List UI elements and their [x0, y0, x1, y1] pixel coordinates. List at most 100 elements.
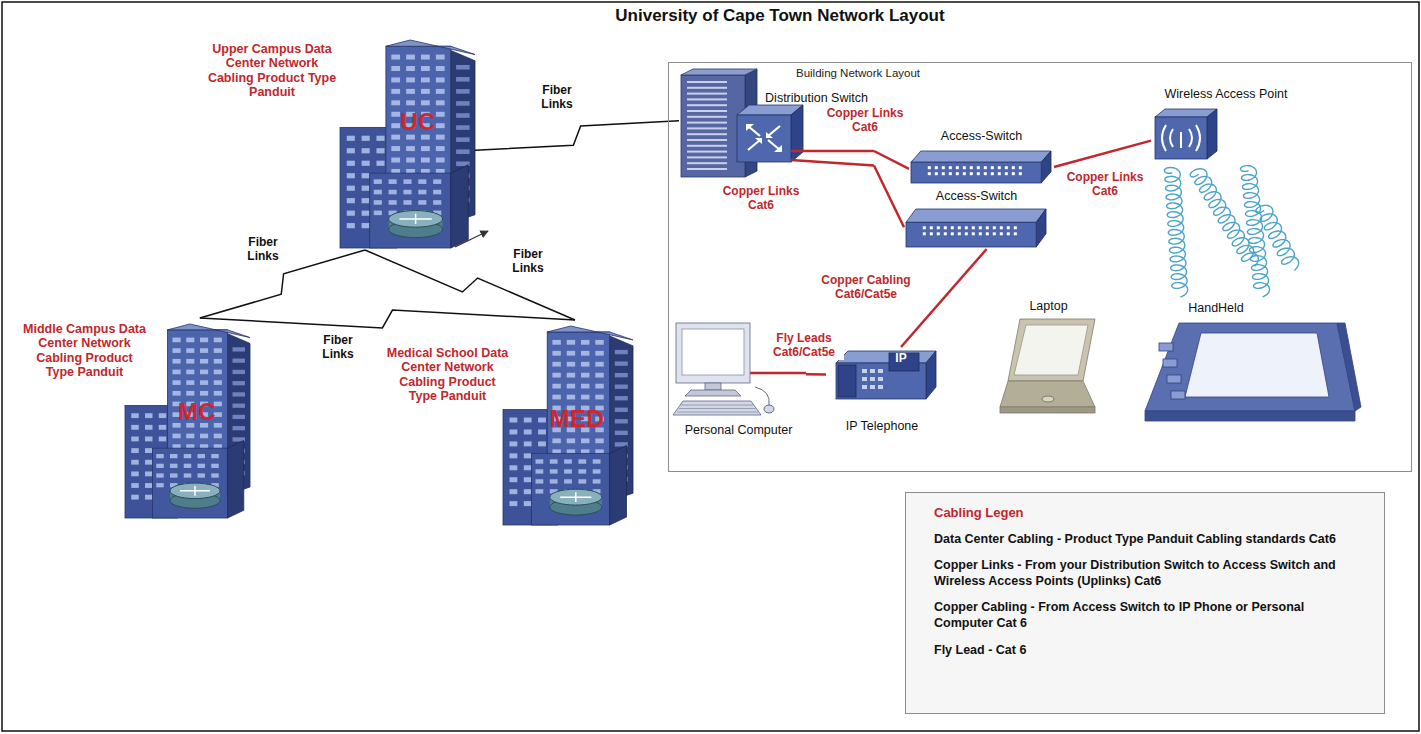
- cabling-legend: Cabling LegenData Center Cabling - Produ…: [905, 492, 1385, 714]
- window: [524, 429, 532, 434]
- window: [233, 392, 246, 396]
- router-arrows: [560, 492, 591, 502]
- wireless-waves: [1164, 166, 1298, 297]
- cable-label: Fly Leads Cat6/Cat5e: [764, 332, 844, 360]
- window: [615, 373, 628, 377]
- fiber-label: Fiber Links: [506, 248, 550, 276]
- switch-port: [944, 226, 947, 229]
- device-label: Distribution Switch: [759, 91, 874, 106]
- rack-slot: [687, 139, 727, 141]
- phone-key: [862, 377, 867, 381]
- fiber-label: Fiber Links: [535, 84, 579, 112]
- window: [581, 395, 589, 400]
- window: [436, 158, 445, 163]
- window: [173, 380, 181, 385]
- window: [421, 146, 430, 151]
- window: [131, 425, 139, 430]
- window: [156, 473, 164, 477]
- rack-slot: [687, 93, 727, 95]
- handheld: HandHeld: [1141, 299, 1363, 435]
- window: [145, 483, 153, 488]
- phone-side: [926, 351, 936, 399]
- window: [362, 186, 370, 191]
- window: [376, 136, 384, 141]
- window: [214, 434, 222, 439]
- window: [436, 89, 445, 94]
- monitor: [676, 323, 750, 383]
- laptop-edge: [1000, 407, 1095, 413]
- building-uc: UCUpper Campus Data Center Network Cabli…: [200, 38, 475, 250]
- window: [456, 77, 470, 82]
- device-label: Wireless Access Point: [1151, 87, 1301, 102]
- window: [421, 77, 430, 82]
- window: [552, 384, 560, 389]
- window: [615, 419, 628, 423]
- handheld-icon: [1145, 323, 1355, 411]
- switch-port: [944, 232, 947, 235]
- switch-port: [977, 166, 980, 169]
- window: [564, 479, 572, 483]
- phone-key: [878, 369, 883, 373]
- window: [510, 501, 518, 506]
- switch-port: [991, 166, 994, 169]
- window: [436, 55, 445, 60]
- router-top: [389, 211, 443, 228]
- laptop: Laptop: [996, 297, 1101, 419]
- keyboard-row: [677, 412, 758, 413]
- window: [347, 223, 355, 228]
- window: [186, 359, 194, 364]
- ip-telephone: IP Telephone: [826, 347, 938, 439]
- switch-port: [956, 166, 959, 169]
- building-code: MED: [535, 405, 619, 434]
- window: [391, 55, 400, 60]
- window: [536, 479, 544, 483]
- building-base-side: [451, 165, 469, 248]
- device-label: Access-Switch: [909, 129, 1054, 144]
- window: [214, 391, 222, 396]
- router-arrows: [180, 486, 210, 496]
- window: [615, 431, 628, 435]
- switch-port: [963, 172, 966, 175]
- rack-slot: [687, 110, 727, 112]
- window: [536, 489, 544, 493]
- wireless-wave: [1256, 205, 1299, 270]
- window: [159, 413, 167, 418]
- laptop-screen: [1014, 325, 1088, 375]
- window: [567, 438, 575, 443]
- window: [391, 123, 400, 128]
- window: [374, 190, 382, 195]
- window: [233, 415, 246, 419]
- window: [615, 385, 628, 389]
- window: [145, 437, 153, 442]
- window: [552, 438, 560, 443]
- window: [186, 348, 194, 353]
- window: [391, 66, 400, 71]
- switch-port: [937, 226, 940, 229]
- window: [186, 370, 194, 375]
- window: [186, 338, 194, 343]
- rack-slot: [687, 156, 727, 158]
- cable-label: Copper Links Cat6: [716, 185, 806, 213]
- window: [567, 340, 575, 345]
- laptop-base: [1000, 381, 1095, 407]
- handheld-key: [1171, 391, 1185, 399]
- access-switch-icon: [906, 222, 1036, 247]
- window: [131, 495, 139, 500]
- window: [595, 384, 603, 389]
- window: [233, 359, 246, 363]
- window: [421, 100, 430, 105]
- window: [170, 454, 178, 458]
- window: [233, 381, 246, 385]
- window: [581, 384, 589, 389]
- legend-entry: Data Center Cabling - Product Type Pandu…: [934, 532, 1364, 548]
- window: [595, 362, 603, 367]
- window: [198, 454, 206, 458]
- window: [595, 395, 603, 400]
- window: [159, 425, 167, 430]
- switch-top: [911, 151, 1051, 162]
- window: [403, 200, 411, 205]
- window: [406, 146, 415, 151]
- window: [615, 350, 628, 354]
- switch-port: [998, 172, 1001, 175]
- window: [156, 483, 164, 487]
